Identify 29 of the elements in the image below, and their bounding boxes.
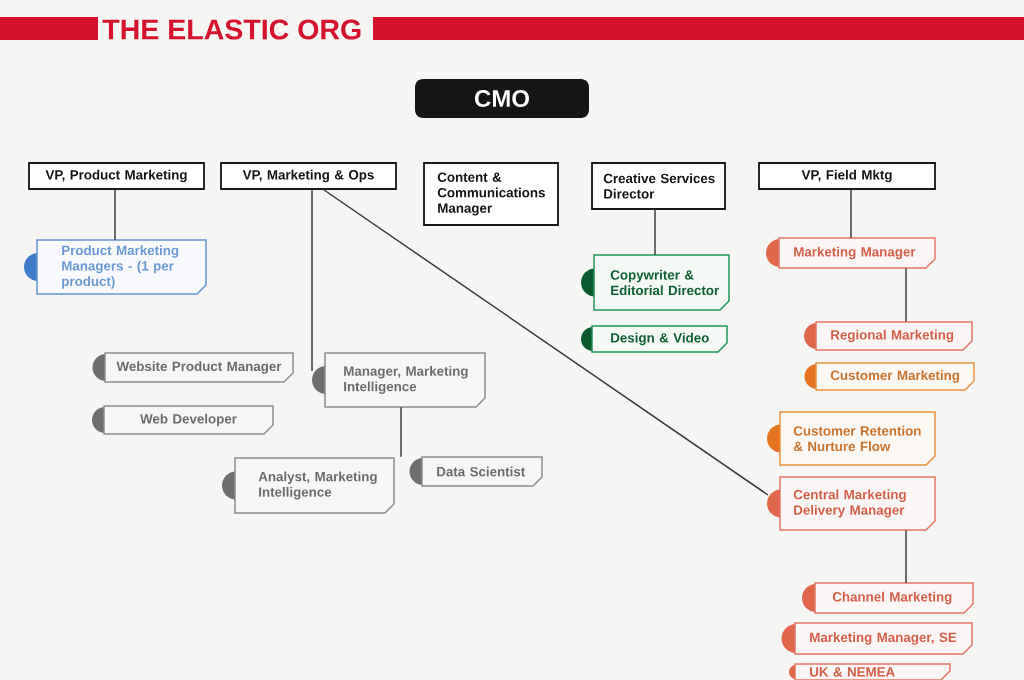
connector-line (905, 267, 907, 323)
tabbed-role-box: Customer Retention & Nurture Flow (767, 411, 936, 466)
tabbed-role-box: Web Developer (92, 405, 274, 435)
tabbed-role-box: Marketing Manager, SE (781, 622, 973, 655)
connector-line (654, 208, 656, 256)
role-box: VP, Field Mktg (758, 162, 936, 190)
role-box: Content & Communications Manager (423, 162, 559, 226)
connector-line (850, 188, 852, 239)
tabbed-role-box: Website Product Manager (92, 352, 294, 383)
heading: THE ELASTIC ORG (0, 17, 1024, 40)
tabbed-role-box: Design & Video (581, 325, 728, 353)
top-role-box: CMO (415, 79, 589, 118)
tabbed-role-box: Regional Marketing (804, 321, 973, 351)
connector-line (905, 529, 907, 584)
tabbed-role-box: UK & NEMEA (789, 663, 951, 680)
tabbed-role-box: Product Marketing Managers - (1 per product) (24, 239, 207, 295)
tabbed-role-box: Central Marketing Delivery Manager (767, 476, 936, 531)
tabbed-role-box: Data Scientist (409, 456, 543, 487)
role-box: Creative Services Director (591, 162, 726, 210)
tabbed-role-box: Copywriter & Editorial Director (581, 254, 730, 311)
tabbed-role-box: Channel Marketing (802, 582, 974, 614)
role-box: VP, Marketing & Ops (220, 162, 397, 190)
connector-line (114, 188, 116, 241)
tabbed-role-box: Analyst, Marketing Intelligence (222, 457, 395, 514)
tabbed-role-box: Marketing Manager (766, 237, 936, 269)
connector-line (311, 188, 313, 372)
tabbed-role-box: Customer Marketing (804, 362, 975, 391)
tabbed-role-box: Manager, Marketing Intelligence (312, 352, 486, 408)
role-box: VP, Product Marketing (28, 162, 205, 190)
